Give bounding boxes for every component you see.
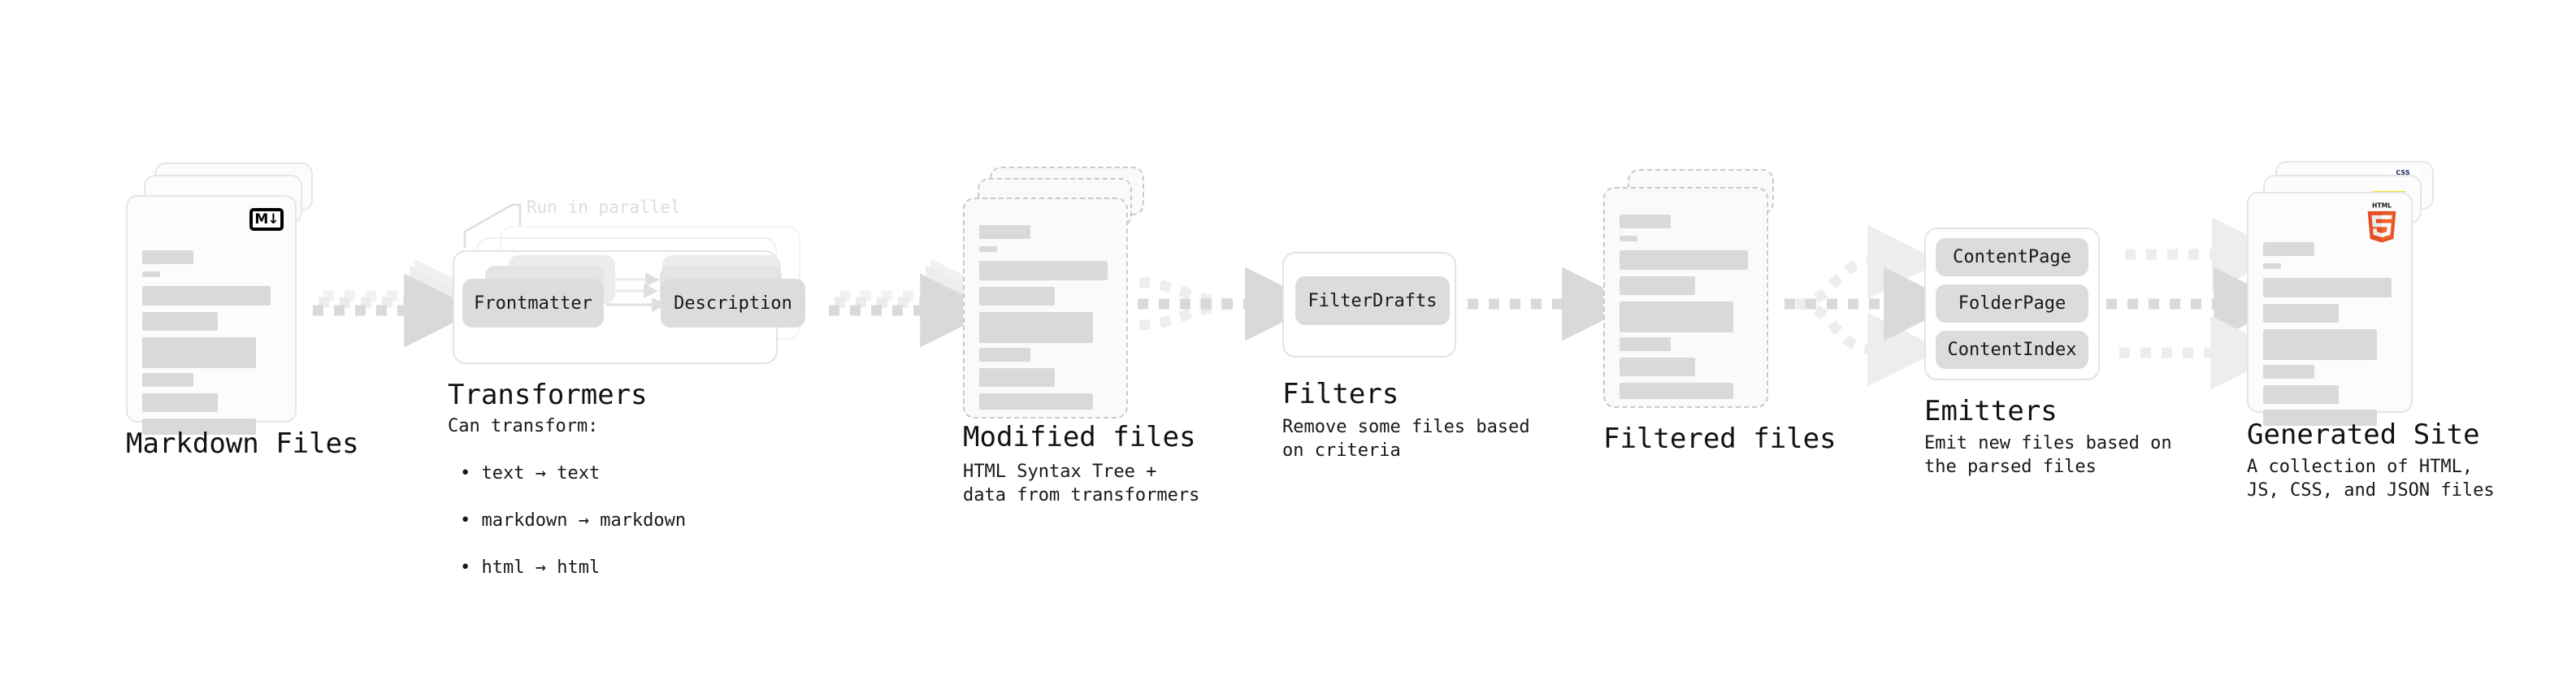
doc-bar [1620,215,1671,228]
doc-bar [142,312,218,331]
generated-site-stack: CSS HTML [2247,161,2442,437]
doc-bar [2263,242,2314,256]
emitter-pill-contentindex[interactable]: ContentIndex [1936,331,2088,369]
doc-bar [2263,385,2339,404]
doc-bar [142,373,193,387]
doc-bar [2263,410,2377,426]
filtered-files-heading: Filtered files [1603,423,1837,455]
svg-text:HTML: HTML [2372,202,2392,210]
doc-bar [1620,337,1671,351]
doc-bar [979,287,1055,306]
generated-site-heading: Generated Site [2247,419,2480,451]
modified-files-stack [963,167,1150,427]
doc-bar [2263,278,2392,297]
doc-bar [1620,276,1695,295]
transformers-group: Run in parallel Frontmatter Description [439,187,845,374]
doc-bar [979,312,1093,343]
filtered-files-stack [1603,169,1790,429]
html5-icon: HTML [2367,202,2396,243]
generated-site-subtext: A collection of HTML, JS, CSS, and JSON … [2247,457,2495,501]
doc-bar [1620,236,1637,241]
markdown-files-stack: M↓ [126,163,313,435]
doc-bar [2263,329,2377,360]
modified-files-heading: Modified files [963,421,1196,453]
filter-pill-filterdrafts[interactable]: FilterDrafts [1295,276,1450,325]
run-in-parallel-label: Run in parallel [527,197,681,217]
filters-subtext: Remove some files based on criteria [1282,417,1530,461]
transformers-bullet-item: • text → text [460,463,601,484]
doc-bar [979,225,1030,239]
filters-heading: Filters [1282,378,1399,410]
emitters-heading: Emitters [1924,395,2058,427]
doc-bar [979,246,997,252]
doc-bar [142,337,256,368]
doc-bar [979,368,1055,387]
arrow-emitters-to-site [2106,217,2288,390]
filters-group: FilterDrafts [1282,252,1461,359]
doc-bar [142,286,271,306]
bullet-dot: • [460,510,482,531]
transformers-subtext: Can transform: [448,416,599,436]
modified-card-front [963,197,1128,419]
markdown-badge-arrow: ↓ [267,210,279,228]
arrow-modified-to-filters [1138,267,1320,341]
doc-bar [1620,383,1733,399]
doc-bar [142,419,256,435]
transformer-pill-frontmatter[interactable]: Frontmatter [462,279,604,327]
doc-bar [979,393,1093,410]
markdown-card-front: M↓ [126,195,297,435]
doc-bar [2263,365,2314,379]
transformer-inner-arrows [606,272,666,312]
emitter-pill-folderpage[interactable]: FolderPage [1936,284,2088,323]
run-in-parallel-bracket [463,203,522,248]
emitters-subtext: Emit new files based on the parsed files [1924,433,2172,477]
markdown-badge: M↓ [249,208,284,231]
emitters-group: ContentPage FolderPage ContentIndex [1924,228,2111,382]
emitter-pill-contentpage[interactable]: ContentPage [1936,238,2088,276]
modified-files-subtext: HTML Syntax Tree + data from transformer… [963,462,1200,505]
doc-bar [1620,250,1748,270]
css-badge-label: CSS [2396,169,2410,176]
doc-bar [142,393,218,412]
generated-card-front: HTML [2247,192,2413,426]
arrow-filtered-to-emitters [1785,224,1958,387]
bullet-dot: • [460,463,482,484]
transformers-bullets: • text → text • markdown → markdown • ht… [460,438,686,579]
arrow-markdown-to-transformers [313,258,489,348]
doc-bar [142,271,160,277]
doc-bar [2263,304,2339,323]
doc-bar [1620,358,1695,376]
markdown-files-heading: Markdown Files [126,427,359,460]
bullet-dot: • [460,557,482,578]
transformers-heading: Transformers [448,379,648,411]
transformers-bullet-item: • html → html [460,557,601,578]
doc-bar [2263,263,2281,269]
transformers-bullet-item: • markdown → markdown [460,510,687,531]
doc-bar [142,250,193,264]
transformer-pill-description[interactable]: Description [661,279,805,327]
doc-bar [1620,301,1733,332]
filtered-card-front [1603,187,1768,408]
markdown-badge-label: M [254,210,268,228]
doc-bar [979,261,1108,280]
doc-bar [979,348,1030,362]
